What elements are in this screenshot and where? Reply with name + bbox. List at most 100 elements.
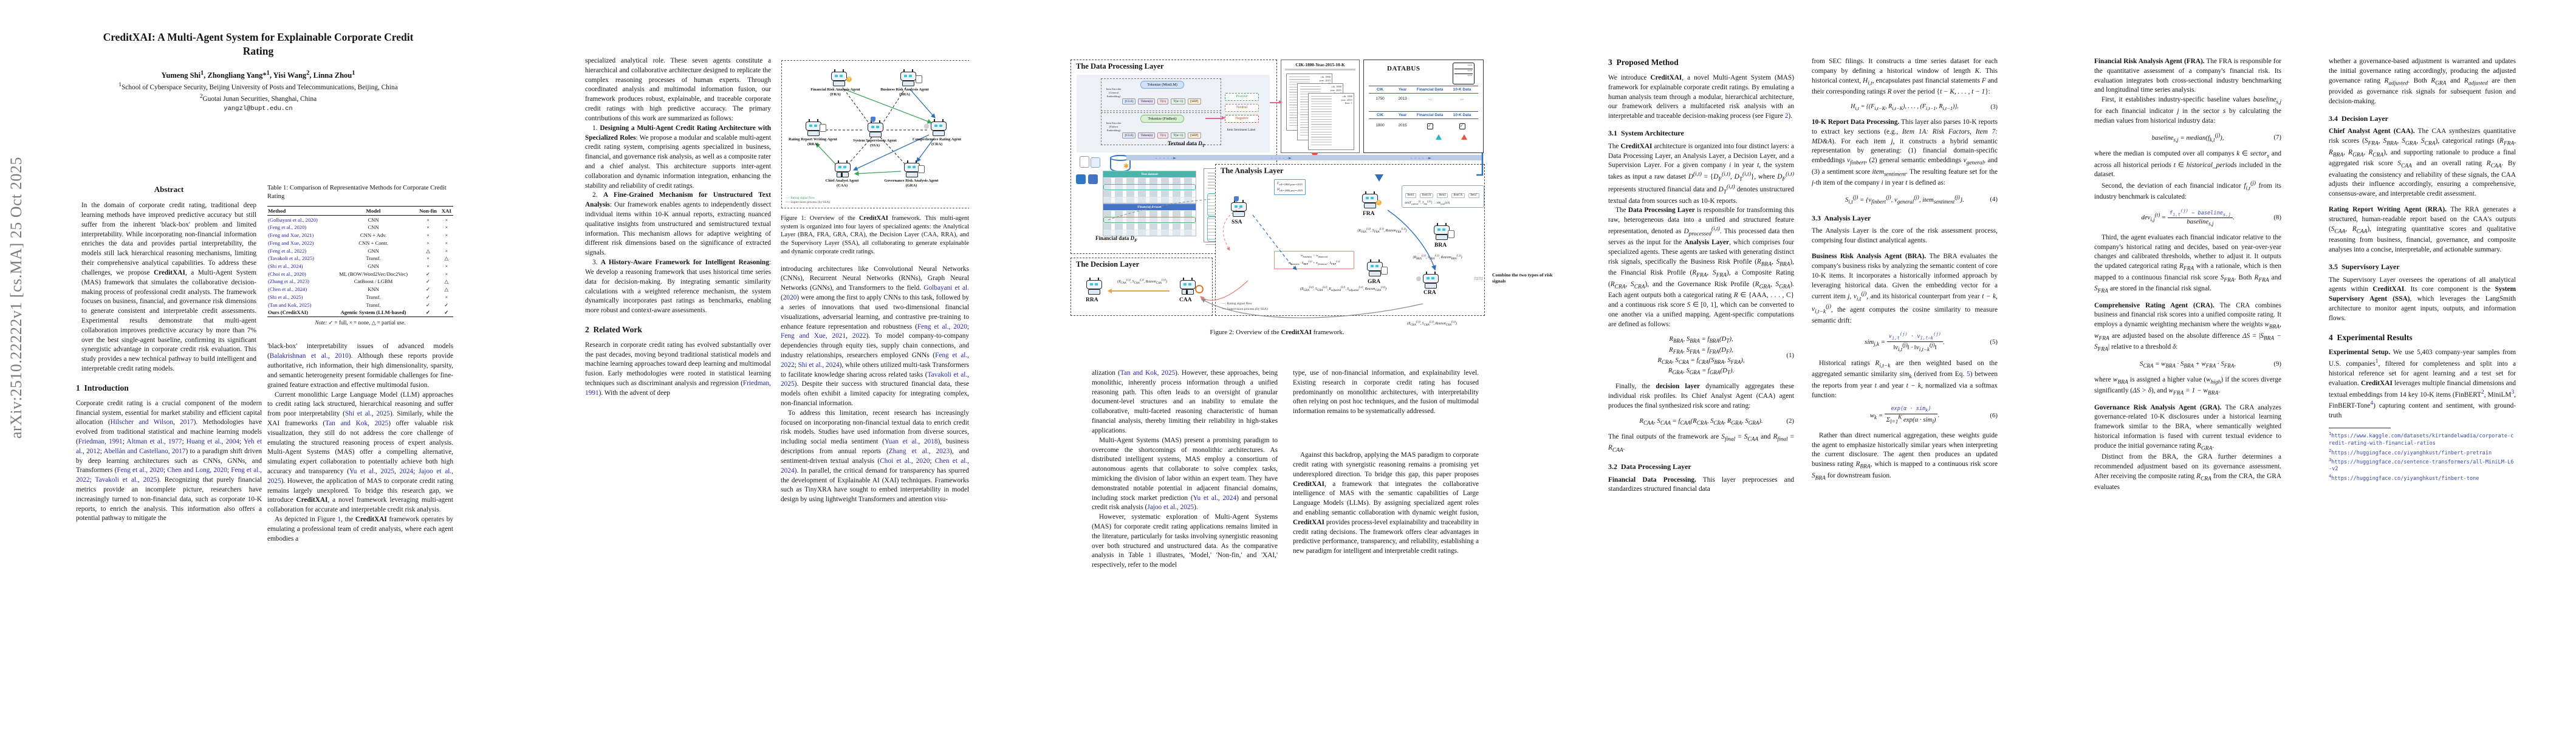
body-paragraph: Rating Report Writing Agent (RRA). The R… xyxy=(2329,206,2516,253)
table-row: (Shi et al., 2024)GNN×× xyxy=(267,262,453,270)
body-paragraph: To address this limitation, recent resea… xyxy=(781,409,969,504)
finbert-pipeline: Item Encoder (Finbert Embedding) Tokeniz… xyxy=(1101,112,1221,145)
fra-signal: (RFRA(i,t), SFRA(i,t), ReasonFRA(i,t)) xyxy=(1357,228,1407,234)
footnote-block: 1https://www.kaggle.com/datasets/kirtand… xyxy=(2329,428,2516,482)
table-cell: △ xyxy=(426,247,430,254)
token-chip: Token(s) xyxy=(1138,98,1156,104)
body-paragraph: Finally, the decision layer dynamically … xyxy=(1608,383,1794,409)
table-cell: ✓ xyxy=(425,293,431,300)
bus-arrow: - - - - -► xyxy=(1271,156,1292,160)
body-paragraph: Financial Data Processing. This layer pr… xyxy=(1608,476,1794,493)
agent-label-rra: Rating Report Writing Agent(RRA) xyxy=(789,137,837,146)
item-chip: Item7A xyxy=(1451,193,1465,198)
cik-doc-title: CIK-1800-Year-2015-10-K xyxy=(1295,63,1345,67)
table-cell: GNN xyxy=(368,247,379,254)
table-cell: ✓ xyxy=(425,278,431,285)
items-chip-box: Item1 Item1A Item3 Item7A Item7 sim(Tcur… xyxy=(1402,185,1484,208)
table-cell: GNN xyxy=(368,263,379,270)
section-4-heading: 4 Experimental Results xyxy=(2329,332,2413,342)
body-paragraph: As depicted in Figure 1, the CreditXAI f… xyxy=(267,516,453,542)
gear-icon: ✱ xyxy=(1123,162,1129,170)
magnifier-doc-icon xyxy=(1381,267,1388,275)
checkbox-checked-icon xyxy=(1459,123,1465,129)
body-paragraph: Current monolithic Large Language Model … xyxy=(267,391,453,514)
necktie-icon xyxy=(1186,290,1188,295)
gra-robot-icon xyxy=(902,160,920,177)
table-cell: ✓ xyxy=(425,270,431,277)
equation-number: (9) xyxy=(2273,360,2281,368)
table-cell: × xyxy=(445,239,448,246)
table-cell: KNN xyxy=(368,286,379,293)
footnote-link[interactable]: 3https://huggingface.co/sentence-transfo… xyxy=(2329,456,2514,473)
bus-arrow: - - - - -► xyxy=(1411,156,1432,160)
table-cell: ✓ xyxy=(444,301,449,308)
financial-dataset-title: Financial dataset xyxy=(1103,204,1196,210)
table-cell: × xyxy=(445,216,448,223)
table-cell: × xyxy=(426,239,430,246)
body-paragraph: We introduce CreditXAI, a novel Multi-Ag… xyxy=(1608,74,1794,120)
table-row: (Feng et al., 2020)CNN×× xyxy=(267,224,453,231)
section-3-1-heading: 3.1 System Architecture xyxy=(1608,128,1684,137)
caa-label: CAA xyxy=(1179,297,1192,303)
footnote-link[interactable]: 4https://huggingface.co/yiyanghkust/finb… xyxy=(2329,473,2479,482)
bra-signal: (RBRA(i,t), SBRA(i,t), ReasonBRA(i,t)) xyxy=(1413,255,1462,261)
method-cell: (Shi et al., 2025) xyxy=(268,293,303,300)
page3-column-right: type, use of non-financial information, … xyxy=(1293,369,1479,697)
cra-robot-icon xyxy=(1421,272,1439,289)
section-3-2-heading: 3.2 Data Processing Layer xyxy=(1608,462,1691,471)
cik-doc-id-bar xyxy=(1285,69,1355,70)
footnote-link[interactable]: 1https://www.kaggle.com/datasets/kirtand… xyxy=(2329,431,2514,447)
figure1-legend: —: Rating signal flow ---: Supervision p… xyxy=(786,196,831,205)
footnote-link[interactable]: 2https://huggingface.co/yiyanghkust/finb… xyxy=(2329,447,2492,456)
checklist-icon xyxy=(820,124,826,132)
token-chip: T(1) xyxy=(1157,98,1169,104)
table-row: (Feng and Xue, 2022)CNN + Contr.×× xyxy=(267,239,453,247)
sentiment-arrowhead xyxy=(1222,116,1225,120)
gra-label: GRA xyxy=(1368,279,1381,285)
page5-column-right: whether a governance-based adjustment is… xyxy=(2329,57,2516,699)
body-paragraph: Governance Risk Analysis Agent (GRA). Th… xyxy=(2094,403,2281,452)
sentiment-positive: Positive xyxy=(1225,93,1259,101)
dpl-to-cik-arrow xyxy=(1270,102,1279,103)
table-cell: CNN + Adv. xyxy=(360,232,387,239)
body-paragraph: Second, the deviation of each financial … xyxy=(2094,180,2281,201)
title-block: CreditXAI: A Multi-Agent System for Expl… xyxy=(58,30,459,112)
method-cell: (Choi et al., 2020) xyxy=(268,270,306,277)
server-icon: ••••••••• xyxy=(1453,63,1475,84)
table-row: (Chen et al., 2024)KNN✓△ xyxy=(267,286,453,293)
table1-note: Note: ✓ = full, × = none, △ = partial us… xyxy=(315,319,406,326)
body-paragraph: The CreditXAI architecture is organized … xyxy=(1608,142,1794,205)
method-cell: (Chen et al., 2024) xyxy=(268,286,307,293)
cra-robot-icon xyxy=(929,119,947,136)
body-paragraph: from SEC filings. It constructs a time s… xyxy=(1812,58,1998,96)
column-header: Method xyxy=(267,206,331,216)
caa-robot-icon xyxy=(1178,278,1196,295)
body-paragraph: First, it establishes industry-specific … xyxy=(2094,96,2281,125)
body-paragraph: Financial Risk Analysis Agent (FRA). The… xyxy=(2094,58,2281,94)
section-2-heading: 2 Related Work xyxy=(585,324,642,334)
gra-signal: (RGRA(i,t), SGRA(i,t), Radjusted(i,t), S… xyxy=(1300,286,1386,293)
method-cell: Ours (CreditXAI) xyxy=(268,309,308,316)
caa-signal: (RCAA(i,t), SCAA(i,t), ReasonCAA(i,t)) xyxy=(1117,279,1167,286)
checkbox-checked-icon xyxy=(1427,123,1433,129)
agent-label-gra: Governance Risk Analysis Agent(GRA) xyxy=(884,179,939,188)
paper-title-line1: CreditXAI: A Multi-Agent System for Expl… xyxy=(103,31,414,43)
table-cell: × xyxy=(445,247,448,254)
bus-arrow: - - - - -► xyxy=(1156,156,1177,160)
body-paragraph: Business Risk Analysis Agent (BRA). The … xyxy=(1812,253,1998,324)
contact-email[interactable]: yangzl@bupt.edu.cn xyxy=(224,105,293,113)
equation-number: (2) xyxy=(1786,417,1794,425)
report-icon xyxy=(916,75,922,83)
body-paragraph: where the median is computed over all co… xyxy=(2094,150,2281,179)
red-up-arrow xyxy=(1461,134,1467,140)
table1-caption: Table 1: Comparison of Representative Me… xyxy=(267,185,447,200)
arxiv-watermark: arXiv:2510.22222v1 [cs.MA] 25 Oct 2025 xyxy=(7,157,25,439)
table-row: (Shi et al., 2025)Transf.✓× xyxy=(267,293,453,301)
equation-9: SCRA = wBRA · SBRA + wFRA · SFRA, (9) xyxy=(2140,360,2281,369)
body-paragraph: However, systematic exploration of Multi… xyxy=(1092,513,1278,569)
ssa-robot-icon xyxy=(866,120,884,137)
